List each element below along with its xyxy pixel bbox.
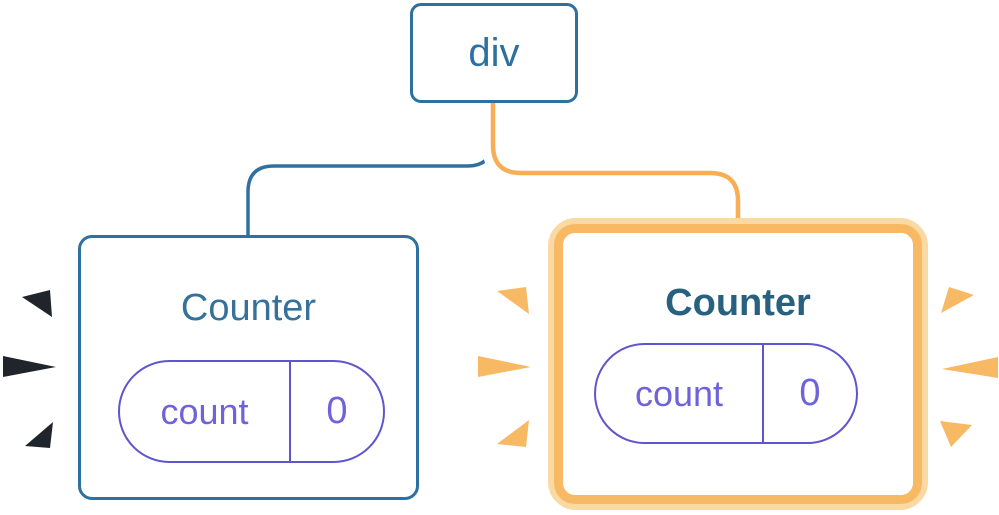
tree-node-div: div	[410, 3, 578, 103]
spark-bottom	[940, 421, 972, 447]
counter-title: Counter	[665, 282, 811, 324]
spark-top	[941, 287, 974, 313]
edge-div-to-right-counter	[490, 101, 741, 230]
spark-bottom	[25, 422, 53, 448]
state-pill-key: count	[596, 345, 764, 442]
tree-node-div-label: div	[468, 30, 520, 75]
state-pill: count 0	[118, 360, 385, 463]
counter-card-right: Counter count 0	[554, 224, 922, 504]
spark-bottom	[497, 420, 529, 447]
spark-middle	[478, 356, 531, 377]
counter-card-left: Counter count 0	[78, 235, 419, 500]
counter-title: Counter	[180, 287, 317, 329]
burst-marks-orange-left-icon	[478, 287, 531, 447]
spark-top	[22, 290, 52, 317]
spark-middle	[3, 356, 56, 377]
state-pill-value: 0	[326, 390, 348, 432]
counter-card-right-highlight-ring: Counter count 0	[548, 218, 928, 510]
state-pill-key: count	[120, 362, 291, 461]
state-pill-value: 0	[799, 372, 821, 414]
spark-top	[497, 287, 529, 314]
edge-div-to-left-counter	[246, 101, 495, 236]
spark-middle	[942, 357, 998, 378]
burst-marks-dark-icon	[3, 290, 56, 448]
burst-marks-orange-right-icon	[940, 287, 998, 447]
edge-highlight-casing	[482, 101, 749, 230]
state-pill: count 0	[594, 343, 858, 444]
